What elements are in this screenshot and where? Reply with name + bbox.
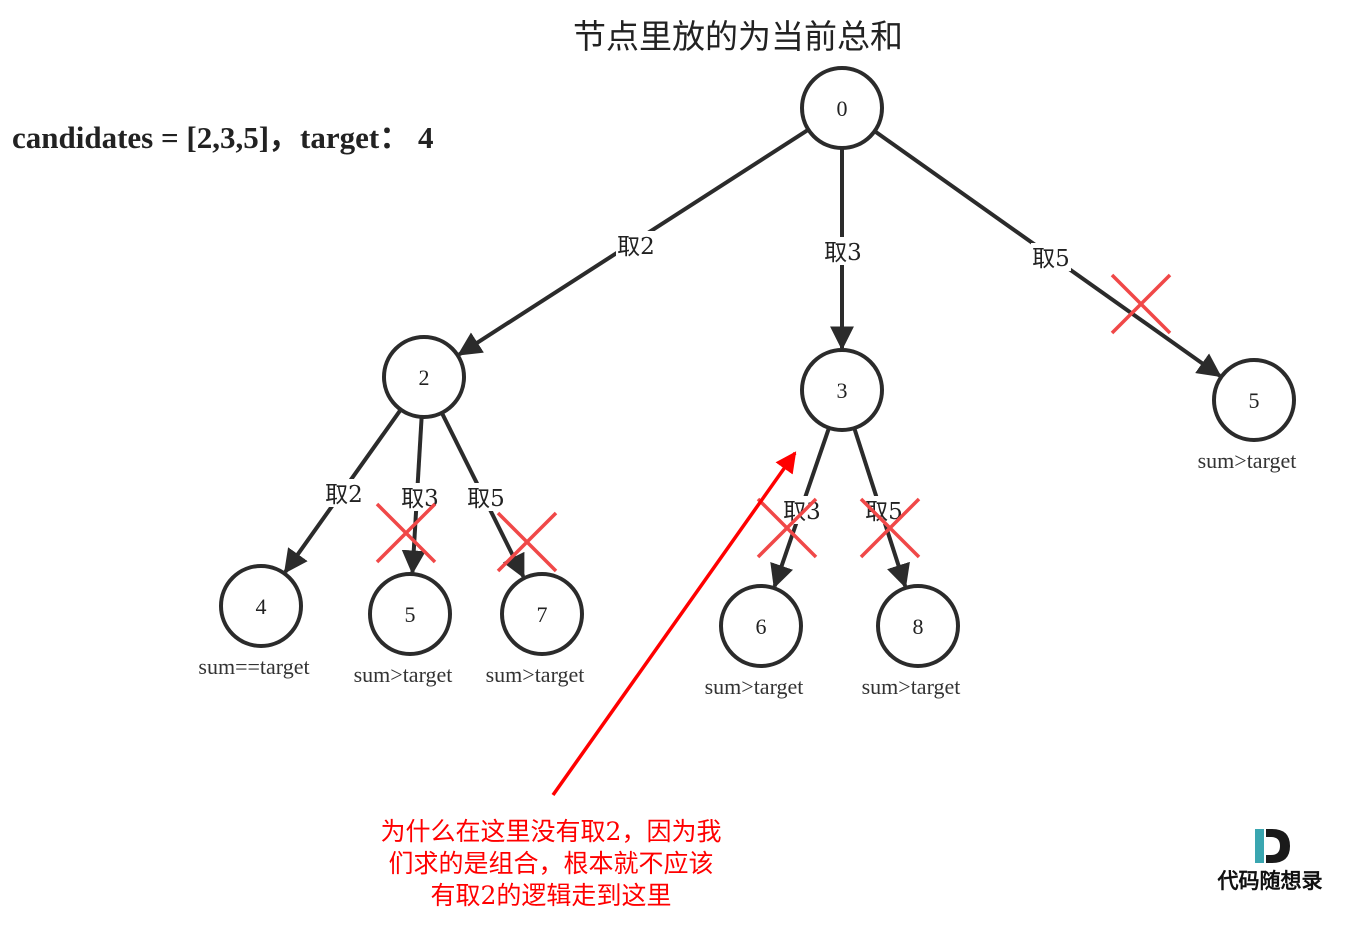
node-circle bbox=[800, 66, 884, 150]
prune-cross-mark bbox=[756, 497, 818, 559]
tree-node-n5mid: 5 sum>target bbox=[354, 572, 453, 687]
tree-node-n0: 0 bbox=[800, 66, 884, 150]
prune-cross-mark bbox=[859, 497, 921, 559]
edge-label-background bbox=[1031, 243, 1071, 271]
node-status-label: sum>target bbox=[1198, 448, 1297, 473]
edge-label: 取2 bbox=[617, 234, 655, 260]
tree-node-n2: 2 bbox=[382, 335, 466, 419]
tree-node-n4: 4 sum==target bbox=[198, 564, 310, 679]
edge-label-background bbox=[823, 237, 863, 265]
tree-node-n3: 3 bbox=[800, 348, 884, 432]
tree-node-n7: 7 sum>target bbox=[486, 572, 585, 687]
edge-label-background bbox=[616, 231, 656, 259]
node-value: 7 bbox=[537, 602, 548, 627]
edge-n3-n8: 取5 bbox=[852, 427, 910, 589]
prune-cross-mark bbox=[1110, 273, 1172, 335]
note-arrow bbox=[551, 451, 797, 797]
edge-label: 取3 bbox=[824, 240, 862, 266]
brand-logo: 代码随想录 bbox=[1217, 829, 1323, 893]
problem-statement: candidates = [2,3,5]，target： 4 bbox=[12, 120, 433, 155]
node-value: 6 bbox=[756, 614, 767, 639]
edge-n0-n2: 取2 bbox=[457, 127, 810, 356]
prune-cross-mark bbox=[375, 502, 437, 564]
node-value: 4 bbox=[256, 594, 267, 619]
node-circle bbox=[500, 572, 584, 656]
node-circle bbox=[800, 348, 884, 432]
brand-d-icon bbox=[1255, 829, 1290, 863]
edge-n0-n5top: 取5 bbox=[873, 129, 1222, 378]
node-value: 0 bbox=[837, 96, 848, 121]
note-line-3: 有取2的逻辑走到这里 bbox=[431, 881, 672, 910]
nodes-layer: 0 2 3 5 sum>target 4 sum==target 5 sum>target 7 su… bbox=[198, 66, 1297, 699]
node-circle bbox=[382, 335, 466, 419]
edge-label: 取5 bbox=[1032, 246, 1070, 272]
node-value: 5 bbox=[405, 602, 416, 627]
node-value: 2 bbox=[419, 365, 430, 390]
tree-node-n5top: 5 sum>target bbox=[1198, 358, 1297, 473]
edge-label-background bbox=[324, 479, 364, 507]
node-circle bbox=[719, 584, 803, 668]
edge-n0-n3: 取3 bbox=[823, 148, 863, 351]
node-status-label: sum>target bbox=[486, 662, 585, 687]
page-title: 节点里放的为当前总和 bbox=[573, 17, 903, 56]
node-circle bbox=[876, 584, 960, 668]
edge-label: 取5 bbox=[467, 486, 505, 512]
note-line-1: 为什么在这里没有取2，因为我 bbox=[381, 817, 722, 846]
node-value: 3 bbox=[837, 378, 848, 403]
edge-label: 取2 bbox=[325, 482, 363, 508]
node-status-label: sum>target bbox=[354, 662, 453, 687]
edge-n3-n6: 取3 bbox=[770, 427, 831, 589]
node-circle bbox=[1212, 358, 1296, 442]
node-circle bbox=[368, 572, 452, 656]
node-value: 5 bbox=[1249, 388, 1260, 413]
note-line-2: 们求的是组合，根本就不应该 bbox=[388, 849, 713, 878]
prune-cross-mark bbox=[496, 511, 558, 573]
edge-n2-n7: 取5 bbox=[440, 411, 526, 579]
edges-layer: 取2取3取5取2取3取5取3取5 bbox=[283, 127, 1222, 589]
brand-logo-text: 代码随想录 bbox=[1217, 869, 1323, 893]
explanation-note: 为什么在这里没有取2，因为我 们求的是组合，根本就不应该 有取2的逻辑走到这里 bbox=[381, 451, 797, 910]
tree-node-n8: 8 sum>target bbox=[862, 584, 961, 699]
node-status-label: sum==target bbox=[198, 654, 309, 679]
prune-marks-layer bbox=[375, 273, 1172, 573]
node-value: 8 bbox=[913, 614, 924, 639]
edge-n2-n4: 取2 bbox=[283, 408, 403, 574]
tree-node-n6: 6 sum>target bbox=[705, 584, 804, 699]
node-status-label: sum>target bbox=[705, 674, 804, 699]
node-status-label: sum>target bbox=[862, 674, 961, 699]
edge-label-background bbox=[466, 483, 506, 511]
node-circle bbox=[219, 564, 303, 648]
